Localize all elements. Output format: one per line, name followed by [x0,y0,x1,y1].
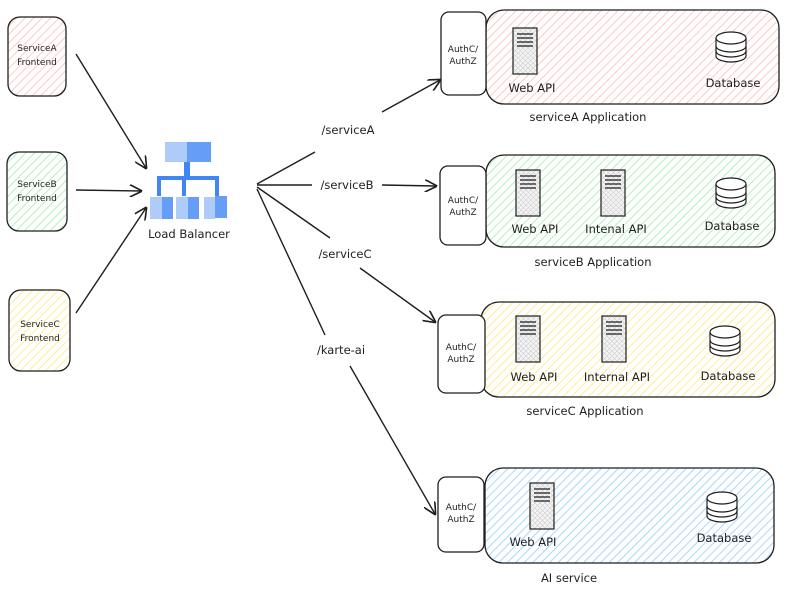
service-a-application: AuthC/ AuthZ Web API Database [440,9,780,105]
server-icon [601,315,627,363]
server-icon [600,169,626,217]
load-balancer-label: Load Balancer [148,227,230,241]
database-icon [709,325,741,357]
ai-service-application: AuthC/ AuthZ Web API Database [437,467,775,564]
route-arrow-karte-ai [256,188,435,514]
route-label: /serviceB [321,178,374,192]
database-label: Database [701,369,756,383]
frontend-label: ServiceC [20,320,60,330]
frontend-label: Frontend [17,194,57,204]
database-icon [715,177,747,209]
app-title: serviceB Application [535,255,652,269]
web-api-label: Web API [509,81,556,95]
auth-label: AuthZ [447,355,474,365]
frontend-label: ServiceB [17,180,56,190]
auth-label: AuthZ [447,515,474,525]
route-label: /serviceA [322,123,375,137]
frontend-service-a: ServiceA Frontend [7,16,67,97]
web-api-label: Web API [511,370,558,384]
arrow-frontend-c [75,208,146,314]
auth-box [440,11,487,96]
auth-box [437,476,485,553]
load-balancer-icon [150,142,227,219]
internal-api-label: Internal API [584,370,650,384]
database-icon [706,491,738,523]
route-arrow-service-b [257,185,436,186]
auth-box [439,165,487,246]
web-api-label: Web API [512,222,559,236]
route-label: /karte-ai [317,343,365,357]
frontend-label: Frontend [17,58,57,68]
app-title: serviceA Application [530,110,647,124]
app-title: AI service [541,571,597,585]
auth-label: AuthZ [449,57,476,67]
auth-label: AuthC/ [448,45,479,55]
database-label: Database [697,531,752,545]
frontend-label: Frontend [20,334,60,344]
database-label: Database [705,219,760,233]
auth-label: AuthC/ [446,503,477,513]
database-label: Database [706,76,761,90]
arrow-frontend-b [75,190,141,191]
web-api-label: Web API [510,535,557,549]
route-arrow-service-a [256,80,440,185]
frontend-service-b: ServiceB Frontend [6,151,68,232]
server-icon [529,482,555,530]
server-icon [515,169,541,217]
database-icon [715,31,747,63]
auth-label: AuthZ [449,208,476,218]
service-c-application: AuthC/ AuthZ Web API Internal API Databa… [437,301,776,398]
route-arrow-service-c [256,186,435,322]
internal-api-label: Intenal API [585,222,647,236]
arrow-frontend-a [75,53,146,168]
server-icon [515,315,541,363]
frontend-service-c: ServiceC Frontend [8,289,71,372]
service-b-application: AuthC/ AuthZ Web API Intenal API Databas… [439,154,776,248]
auth-box [437,314,486,394]
auth-label: AuthC/ [446,343,477,353]
frontend-label: ServiceA [17,44,57,54]
auth-label: AuthC/ [448,196,479,206]
app-title: serviceC Application [526,404,643,418]
route-label: /serviceC [318,247,371,261]
server-icon [512,27,538,75]
